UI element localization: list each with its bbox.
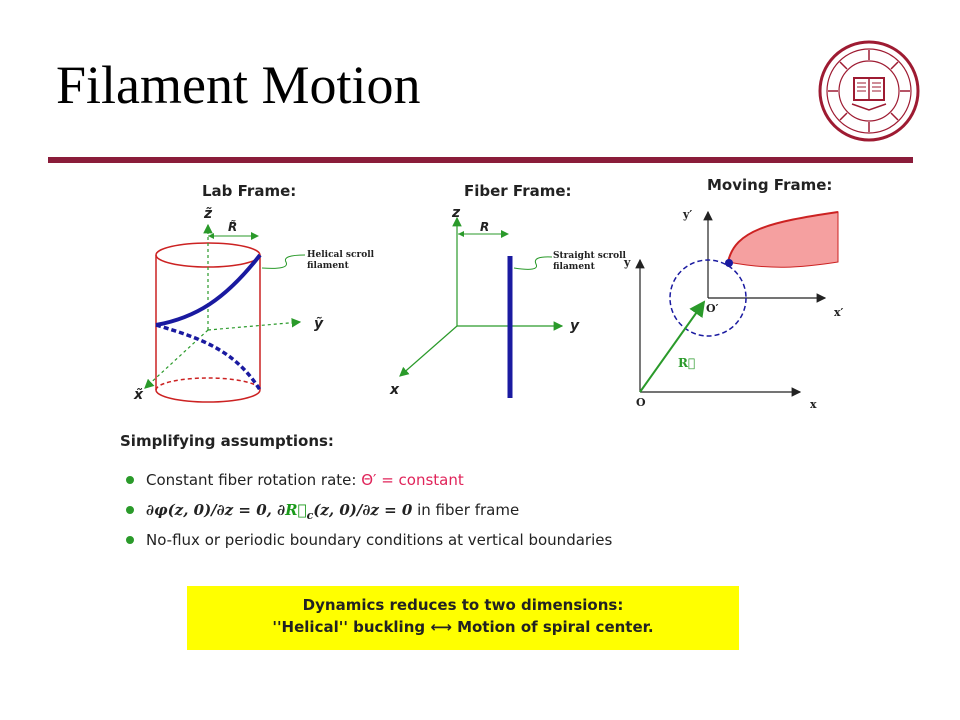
lab-axis-x-label: x̃	[134, 387, 144, 403]
lab-radius-label: R̃	[228, 220, 238, 234]
fiber-frame-diagram	[399, 216, 564, 398]
list-item: No-flux or periodic boundary conditions …	[124, 526, 612, 556]
university-seal-logo	[818, 40, 920, 142]
moving-axis-x-label: x	[810, 398, 817, 411]
assumption-2-vector: R⃗	[285, 501, 307, 519]
assumption-3-text: No-flux or periodic boundary conditions …	[146, 531, 613, 549]
bullet-icon	[126, 506, 134, 514]
fiber-axis-y-label: y	[570, 318, 580, 334]
bullet-icon	[126, 476, 134, 484]
assumption-1-math: Θ′ = constant	[361, 471, 464, 489]
moving-origin-label: O	[636, 396, 646, 409]
moving-frame-heading: Moving Frame:	[707, 176, 833, 194]
fiber-filament-annotation: Straight scroll filament	[553, 251, 626, 273]
fiber-annotation-line1: Straight scroll	[553, 251, 626, 261]
assumption-1-text: Constant fiber rotation rate:	[146, 471, 362, 489]
fiber-axis-x-label: x	[390, 382, 400, 398]
assumptions-heading: Simplifying assumptions:	[120, 432, 334, 450]
lab-axis-y-label: ỹ	[314, 316, 324, 332]
list-item: ∂φ(z, 0)/∂z = 0, ∂R⃗c(z, 0)/∂z = 0 in fi…	[124, 496, 612, 526]
list-item: Constant fiber rotation rate: Θ′ = const…	[124, 466, 612, 496]
bullet-icon	[126, 536, 134, 544]
conclusion-callout: Dynamics reduces to two dimensions: ''He…	[187, 586, 739, 650]
assumption-2-math: ∂φ(z, 0)/∂z = 0, ∂	[146, 501, 286, 519]
assumption-2-text: in fiber frame	[412, 501, 520, 519]
lab-annotation-line2: filament	[307, 261, 349, 271]
moving-axis-x-prime-label: x′	[834, 306, 844, 319]
moving-frame-diagram	[635, 210, 839, 397]
lab-annotation-line1: Helical scroll	[307, 250, 375, 260]
fiber-axis-z-label: z	[452, 205, 461, 221]
assumption-2-subscript: c	[306, 509, 314, 522]
title-divider	[48, 157, 913, 163]
assumption-2-math-tail: (z, 0)/∂z = 0	[313, 501, 413, 519]
callout-line-2: ''Helical'' buckling ⟷ Motion of spiral …	[272, 618, 654, 636]
moving-axis-y-label: y	[624, 256, 631, 269]
moving-origin-prime-label: O′	[706, 302, 719, 315]
lab-axis-z-label: z̃	[204, 206, 213, 222]
fiber-frame-heading: Fiber Frame:	[464, 182, 572, 200]
fiber-annotation-line2: filament	[553, 262, 595, 272]
lab-frame-diagram	[144, 223, 306, 403]
assumptions-list: Constant fiber rotation rate: Θ′ = const…	[124, 466, 612, 556]
callout-line-1: Dynamics reduces to two dimensions:	[302, 596, 624, 614]
fiber-radius-label: R	[480, 220, 490, 234]
lab-frame-heading: Lab Frame:	[202, 182, 297, 200]
moving-vector-r-label: R⃗	[678, 356, 696, 370]
lab-filament-annotation: Helical scroll filament	[307, 250, 374, 272]
slide-title: Filament Motion	[56, 55, 421, 115]
moving-axis-y-prime-label: y′	[683, 208, 693, 221]
